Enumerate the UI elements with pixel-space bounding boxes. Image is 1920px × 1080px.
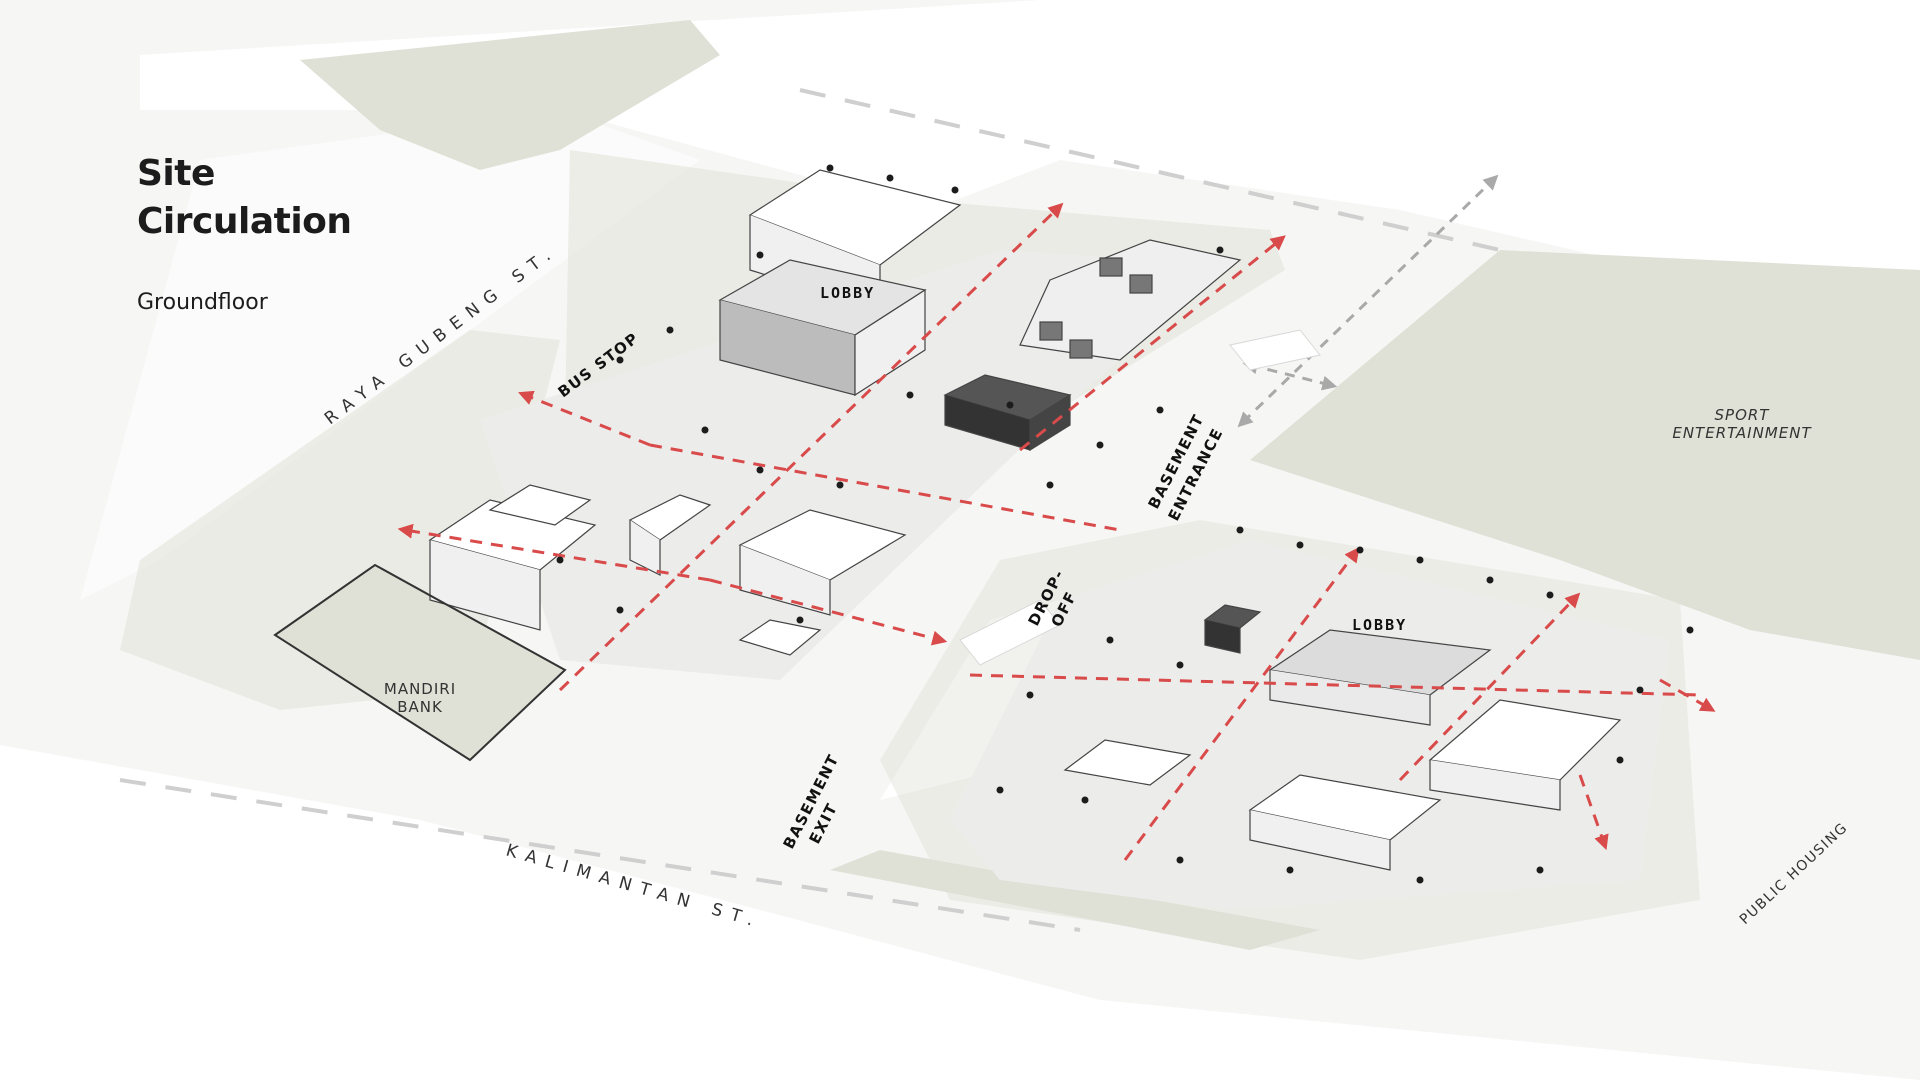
lobby-south-label: LOBBY — [1352, 616, 1407, 634]
page-title-line-1: Site — [137, 153, 215, 194]
buildings-north — [428, 169, 1242, 656]
red-arrow-east-diagonal — [1019, 235, 1286, 452]
mandiri-bank-label-2: BANK — [397, 698, 443, 716]
lobby-north-label: LOBBY — [820, 284, 875, 302]
page-subtitle: Groundfloor — [137, 290, 268, 315]
columns — [556, 164, 1694, 884]
mandiri-bank-outline — [273, 563, 567, 762]
crosswalks — [959, 329, 1321, 666]
sport-label-1: SPORT — [1715, 406, 1771, 424]
red-arrow-south-left — [1123, 546, 1360, 861]
title-block: Site Circulation Groundfloor — [137, 150, 352, 315]
grey-arrow-cross — [1242, 359, 1338, 391]
red-arrow-left — [397, 523, 711, 582]
page-title-line-2: Circulation — [137, 201, 352, 242]
red-arrow-north-diagonal — [558, 202, 1064, 692]
green-top-left — [300, 20, 720, 170]
green-bottom-strip — [830, 850, 1320, 950]
building-top-frame — [748, 169, 962, 266]
red-arrow-dropoff — [709, 578, 948, 646]
sport-label-2: ENTERTAINMENT — [1672, 424, 1812, 442]
mandiri-bank-label-1: MANDIRI — [384, 680, 456, 698]
vehicle-circulation — [1237, 174, 1499, 428]
red-arrow-south-corner — [1659, 678, 1716, 712]
red-arrow-bus-stop — [518, 390, 651, 447]
pedestrian-circulation — [397, 202, 1716, 861]
